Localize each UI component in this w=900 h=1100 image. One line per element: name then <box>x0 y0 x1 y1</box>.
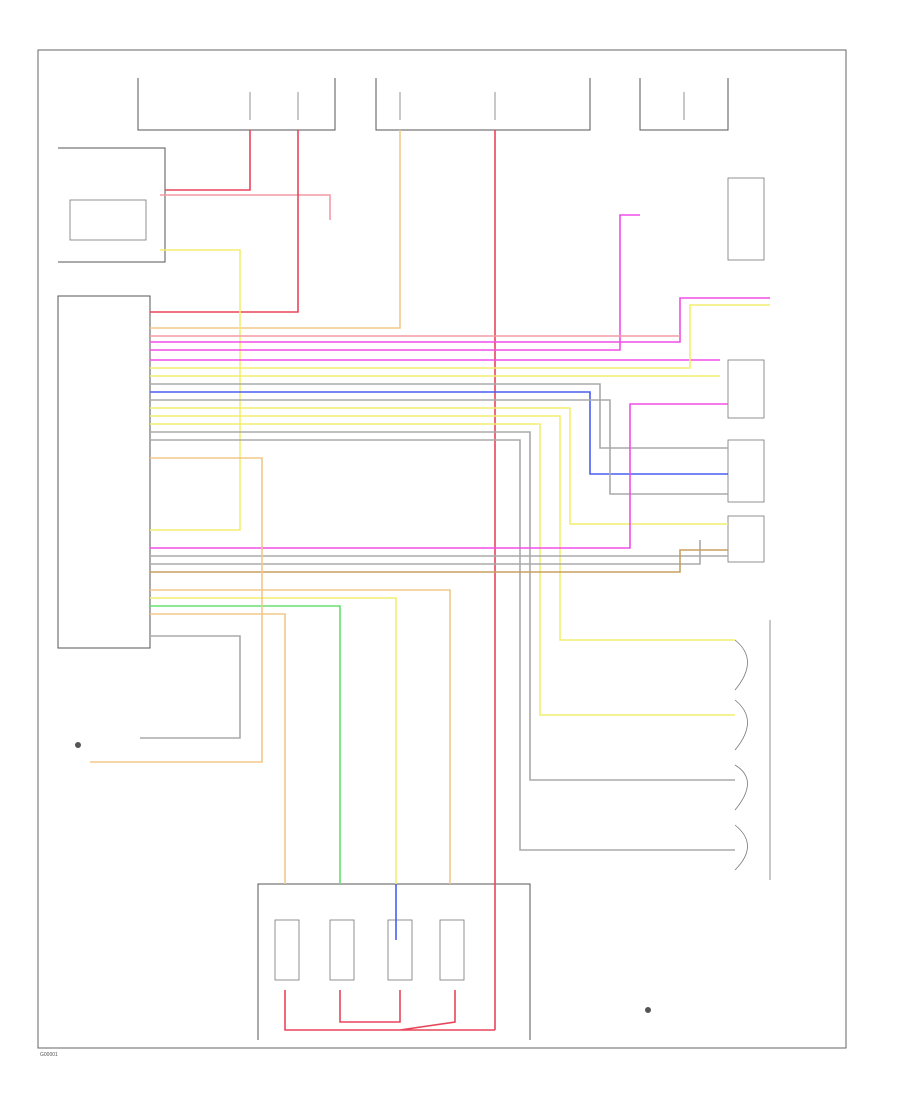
wire-brown-23 <box>150 549 728 573</box>
range-switch <box>734 620 771 880</box>
solenoid-2 <box>329 919 355 981</box>
wire-yellow-10 <box>150 304 770 369</box>
wire-blue-13 <box>150 391 728 475</box>
wire-magenta-20 <box>150 403 728 549</box>
fuse-symbol <box>249 92 685 120</box>
control-module <box>57 295 151 649</box>
wire-yellow-5 <box>150 249 241 531</box>
ground-point <box>645 1007 651 1013</box>
sensor-module <box>727 439 765 503</box>
wire-green-25 <box>150 605 341 884</box>
relay-module <box>727 177 765 261</box>
solenoid-1 <box>274 919 300 981</box>
wire-yellow-16 <box>150 415 735 641</box>
wire-grey-19 <box>150 439 735 851</box>
fuse-block-right <box>639 78 729 131</box>
fuse-block-left <box>137 78 336 131</box>
wire-yellow-15 <box>150 407 728 525</box>
wire-grey-14 <box>150 399 728 495</box>
fuse-block-center <box>375 78 591 131</box>
wire-orange-3 <box>150 130 401 329</box>
wire-yellow-17 <box>150 423 735 716</box>
wire-orange-27 <box>150 589 451 884</box>
wire-red-2 <box>150 130 299 313</box>
wire-orange-24 <box>150 613 286 884</box>
wire-magenta-6 <box>150 297 770 343</box>
wire-magenta-7 <box>150 214 640 351</box>
solenoid-3 <box>387 919 413 981</box>
wire-grey-22 <box>150 540 701 565</box>
wire-orange-28 <box>90 457 263 763</box>
switch-module <box>727 359 765 419</box>
wire-grey-29 <box>140 635 241 739</box>
solenoid-block <box>257 883 531 1040</box>
wire-yellow-26 <box>150 597 397 884</box>
instrument-cluster <box>58 147 166 263</box>
wire-red-31 <box>284 990 495 1031</box>
wire-grey-18 <box>150 431 735 781</box>
diagram-code: G00001 <box>40 1052 58 1058</box>
solenoid-module <box>727 515 765 563</box>
cluster-component <box>69 199 147 241</box>
wire-grey-12 <box>150 383 728 449</box>
solenoid-4 <box>439 919 465 981</box>
wire-red-0 <box>165 130 251 191</box>
wire-pink-1 <box>160 194 331 220</box>
diagram-border <box>37 49 847 1049</box>
wire-group <box>90 130 770 1031</box>
speed-sensor <box>75 742 81 748</box>
